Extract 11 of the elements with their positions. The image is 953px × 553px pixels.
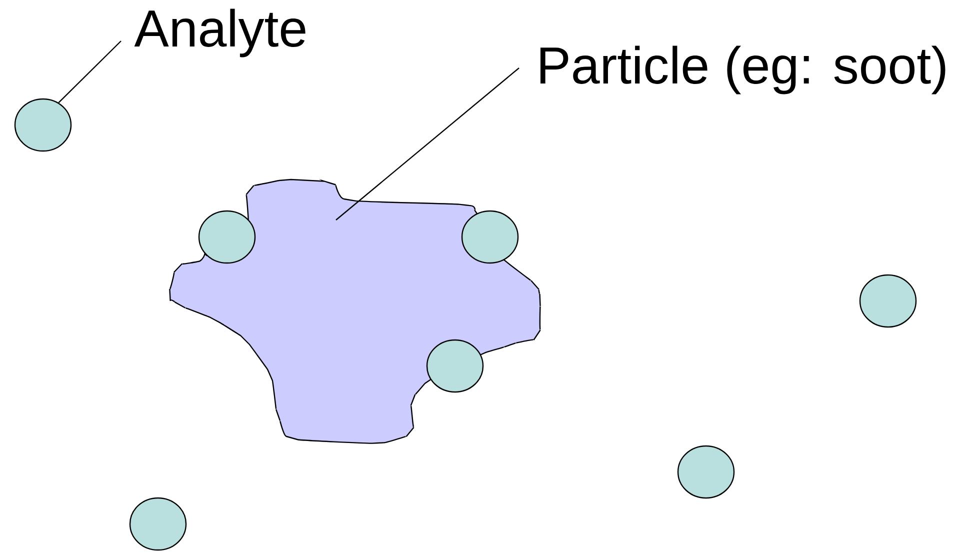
analyte-circle — [14, 98, 72, 152]
leader-line — [58, 40, 122, 104]
label-text: Particle (eg: soot) — [540, 46, 946, 94]
analyte-circle — [677, 445, 735, 499]
analyte-circle — [129, 497, 187, 551]
particle-blob — [169, 178, 541, 444]
analyte-circle — [198, 210, 256, 264]
leader-line — [336, 68, 520, 220]
label-text: Analyte — [134, 8, 306, 58]
analyte-circle — [859, 274, 917, 328]
analyte-circle — [461, 210, 519, 264]
